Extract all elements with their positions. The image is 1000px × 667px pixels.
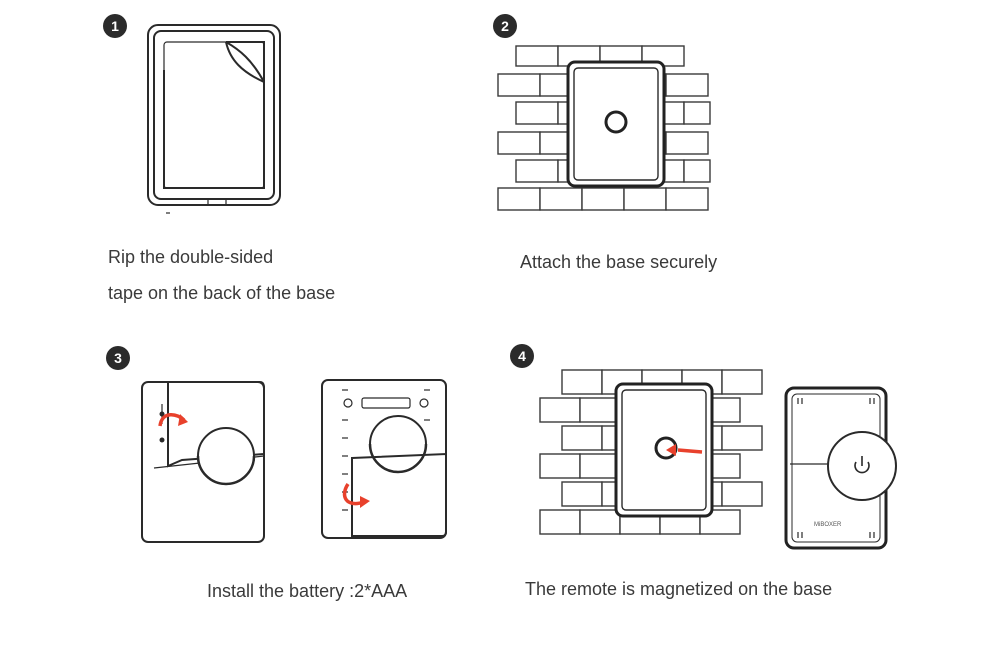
step-1-caption-line2: tape on the back of the base — [108, 283, 336, 303]
base-plate-with-tape-illustration — [147, 24, 281, 214]
magnet-center-ring — [604, 110, 628, 134]
step-3-caption: Install the battery :2*AAA — [207, 581, 408, 601]
tape-sheet — [163, 41, 265, 189]
insert-arrow-icon — [342, 483, 365, 506]
attach-arrow-icon — [677, 448, 703, 454]
battery-slot — [361, 397, 411, 409]
brick-wall-base-illustration — [497, 45, 711, 211]
tape-peel-curve — [225, 41, 265, 83]
remote-brand-label: MiBOXER — [814, 522, 842, 528]
battery-cover-closing — [351, 452, 447, 537]
remote-front-illustration: MiBOXER — [784, 386, 897, 550]
step-1-badge: 1 — [103, 14, 127, 38]
step-3-badge: 3 — [106, 346, 130, 370]
wall-base-plate — [566, 60, 666, 188]
base-plate-notch — [207, 198, 227, 205]
base-plate-outer — [147, 24, 281, 206]
step-1-caption-line1: Rip the double-sided — [108, 247, 274, 267]
battery-cover-open-illustration — [141, 381, 265, 543]
base-plate-inner — [163, 41, 265, 189]
wall-base-plate — [614, 382, 714, 518]
step-4-badge: 4 — [510, 344, 534, 368]
tape-peel-fold — [225, 41, 265, 83]
step-2-badge: 2 — [493, 14, 517, 38]
power-icon — [854, 456, 870, 474]
battery-compartment-illustration — [321, 379, 447, 539]
step-2-caption: Attach the base securely — [520, 252, 718, 272]
remote-on-wall-illustration — [539, 369, 763, 535]
step-4-caption: The remote is magnetized on the base — [525, 579, 833, 599]
base-plate-rim — [153, 30, 275, 200]
